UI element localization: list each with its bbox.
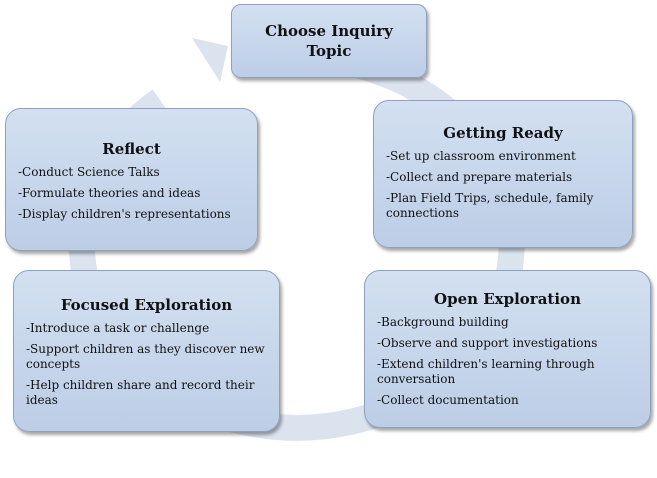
step-title: Open Exploration (434, 290, 581, 308)
list-item: -Plan Field Trips, schedule, family conn… (386, 191, 594, 220)
list-item: -Collect documentation (377, 393, 519, 407)
step-open-exploration: Open Exploration -Background building -O… (364, 270, 651, 428)
step-getting-ready: Getting Ready -Set up classroom environm… (373, 100, 633, 248)
step-item-list: -Introduce a task or challenge -Support … (26, 321, 267, 408)
list-item: -Formulate theories and ideas (18, 186, 201, 200)
step-item-list: -Set up classroom environment -Collect a… (386, 149, 620, 221)
step-focused-exploration: Focused Exploration -Introduce a task or… (13, 270, 280, 432)
step-choose-inquiry-topic: Choose Inquiry Topic (231, 4, 427, 78)
list-item: -Collect and prepare materials (386, 170, 573, 184)
list-item: -Set up classroom environment (386, 149, 576, 163)
step-title: Choose Inquiry Topic (265, 22, 393, 60)
step-title: Focused Exploration (60, 296, 233, 314)
step-item-list: -Conduct Science Talks -Formulate theori… (18, 165, 245, 222)
list-item: -Extend children's learning through conv… (377, 357, 595, 386)
step-reflect: Reflect -Conduct Science Talks -Formulat… (5, 108, 258, 251)
list-item: -Introduce a task or challenge (26, 321, 210, 335)
step-title: Getting Ready (443, 124, 563, 142)
list-item: -Observe and support investigations (377, 336, 598, 350)
list-item: -Display children's representations (18, 207, 231, 221)
step-item-list: -Background building -Observe and suppor… (377, 315, 638, 408)
list-item: -Support children as they discover new c… (26, 342, 265, 371)
cycle-arrow-head-icon (192, 38, 228, 82)
list-item: -Background building (377, 315, 509, 329)
step-title: Reflect (102, 140, 161, 158)
list-item: -Conduct Science Talks (18, 165, 160, 179)
list-item: -Help children share and record their id… (26, 378, 255, 407)
